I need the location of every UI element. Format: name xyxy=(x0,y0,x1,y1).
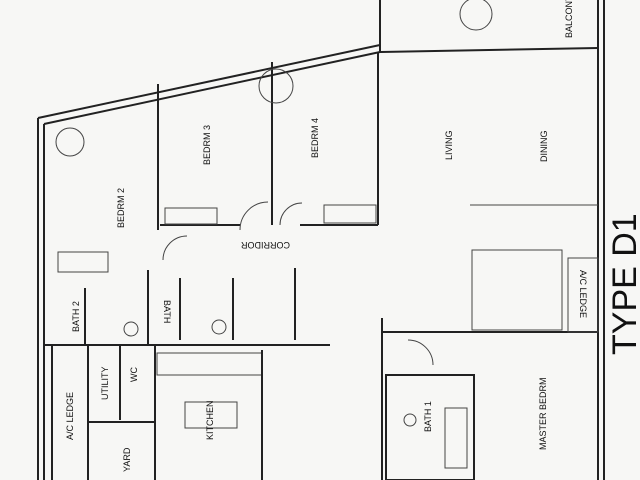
room-label-bath2: BATH 2 xyxy=(71,301,81,332)
toilet-icon xyxy=(403,413,417,427)
room-label-living: LIVING xyxy=(444,130,454,160)
room-label-balcony: BALCONY xyxy=(564,0,574,38)
plant-icon xyxy=(258,68,294,104)
room-label-ac-ledge-right: A/C LEDGE xyxy=(578,270,588,318)
room-label-ac-ledge-left: A/C LEDGE xyxy=(65,392,75,440)
room-label-bedrm3: BEDRM 3 xyxy=(202,125,212,165)
room-label-bedrm2: BEDRM 2 xyxy=(116,188,126,228)
door-swing-icon xyxy=(407,339,434,366)
room-label-bedrm4: BEDRM 4 xyxy=(310,118,320,158)
plant-icon xyxy=(459,0,493,31)
plant-icon xyxy=(55,127,85,157)
room-label-bath3: BATH xyxy=(162,300,172,323)
door-swing-icon xyxy=(239,201,269,231)
room-label-corridor: CORRIDOR xyxy=(241,240,290,250)
room-label-dining: DINING xyxy=(539,131,549,163)
room-labels: BALCONY BEDRM 2 BEDRM 3 BEDRM 4 LIVING D… xyxy=(65,0,640,472)
toilet-icon xyxy=(123,321,139,337)
fixtures xyxy=(55,0,493,427)
room-label-yard: YARD xyxy=(122,447,132,472)
room-label-master-bedrm: MASTER BEDRM xyxy=(538,377,548,450)
room-label-bath1: BATH 1 xyxy=(423,401,433,432)
room-label-kitchen: KITCHEN xyxy=(205,400,215,440)
room-label-utility: UTILITY xyxy=(100,366,110,400)
plan-type-title: TYPE D1 xyxy=(606,213,640,355)
toilet-icon xyxy=(211,319,227,335)
walls xyxy=(37,0,605,480)
door-swing-icon xyxy=(279,202,303,226)
door-swing-icon xyxy=(162,235,188,261)
room-label-wc: WC xyxy=(129,367,139,382)
